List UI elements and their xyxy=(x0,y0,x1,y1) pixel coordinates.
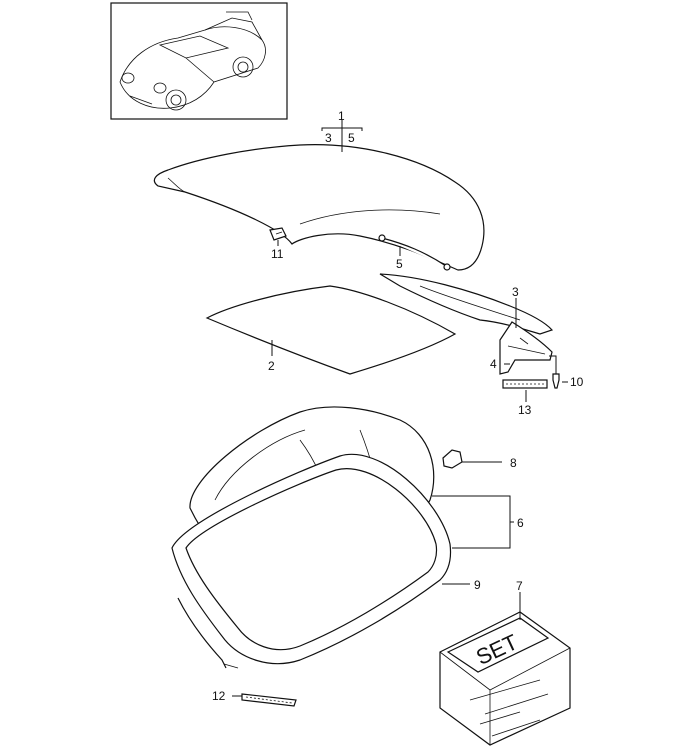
callout-4: 4 xyxy=(490,357,497,371)
part-10-screw xyxy=(552,373,560,389)
part-5-rod xyxy=(378,234,451,271)
callout-1-sub-3: 3 xyxy=(325,131,332,145)
part-4-corner-bracket xyxy=(499,321,553,375)
callout-2: 2 xyxy=(268,359,275,373)
callout-1-sub-5: 5 xyxy=(348,131,355,145)
callout-8: 8 xyxy=(510,456,517,470)
part-1-hardtop-shell xyxy=(153,144,485,271)
callout-7: 7 xyxy=(516,579,523,593)
car-thumbnail xyxy=(110,2,288,120)
part-11-clip xyxy=(269,227,287,241)
part-9-frame-gasket xyxy=(171,453,452,669)
callout-11: 11 xyxy=(271,247,284,261)
leader-lines xyxy=(232,120,568,697)
part-7-set-box: SET xyxy=(439,611,571,746)
callout-9: 9 xyxy=(474,578,481,592)
callout-5: 5 xyxy=(396,257,403,271)
callout-1: 1 xyxy=(338,109,345,123)
part-3-side-trim xyxy=(379,273,554,335)
part-8-plug xyxy=(442,449,463,469)
part-12-seal-strip xyxy=(241,693,297,707)
callout-10: 10 xyxy=(570,375,584,389)
callout-13: 13 xyxy=(518,403,532,417)
part-2-headliner xyxy=(205,285,457,375)
callout-12: 12 xyxy=(212,689,226,703)
part-13-seal-strip xyxy=(502,379,548,389)
callout-labels: 1 3 5 11 5 2 3 4 10 13 8 6 9 7 12 xyxy=(212,109,584,703)
callout-3: 3 xyxy=(512,285,519,299)
callout-6: 6 xyxy=(517,516,524,530)
